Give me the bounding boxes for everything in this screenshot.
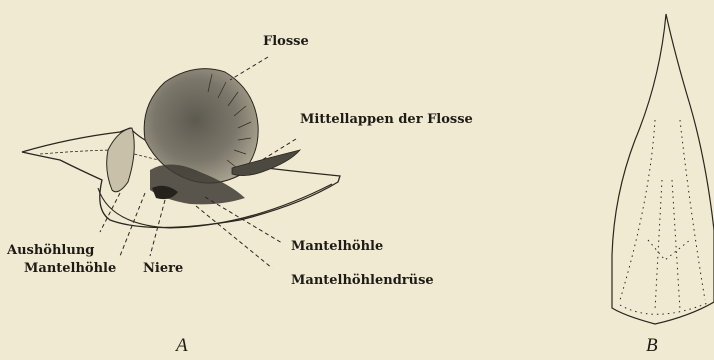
- label-mantelhoehlendruese: Mantelhöhlendrüse: [291, 274, 434, 287]
- label-mantelhoehle-left: Mantelhöhle: [24, 262, 116, 275]
- caption-a: A: [176, 336, 188, 355]
- label-aushoehlung: Aushöhlung: [7, 244, 94, 257]
- pen-outline: [612, 14, 714, 324]
- label-flosse: Flosse: [263, 35, 309, 48]
- label-mittellappen-der-flosse: Mittellappen der Flosse: [300, 113, 473, 126]
- caption-b: B: [646, 336, 658, 355]
- figure-a-drawing: [22, 57, 340, 268]
- figure-b-drawing: [612, 14, 714, 324]
- pen-dotted-lines: [620, 120, 710, 314]
- funnel: [107, 128, 135, 192]
- label-niere: Niere: [143, 262, 183, 275]
- label-mantelhoehle: Mantelhöhle: [291, 240, 383, 253]
